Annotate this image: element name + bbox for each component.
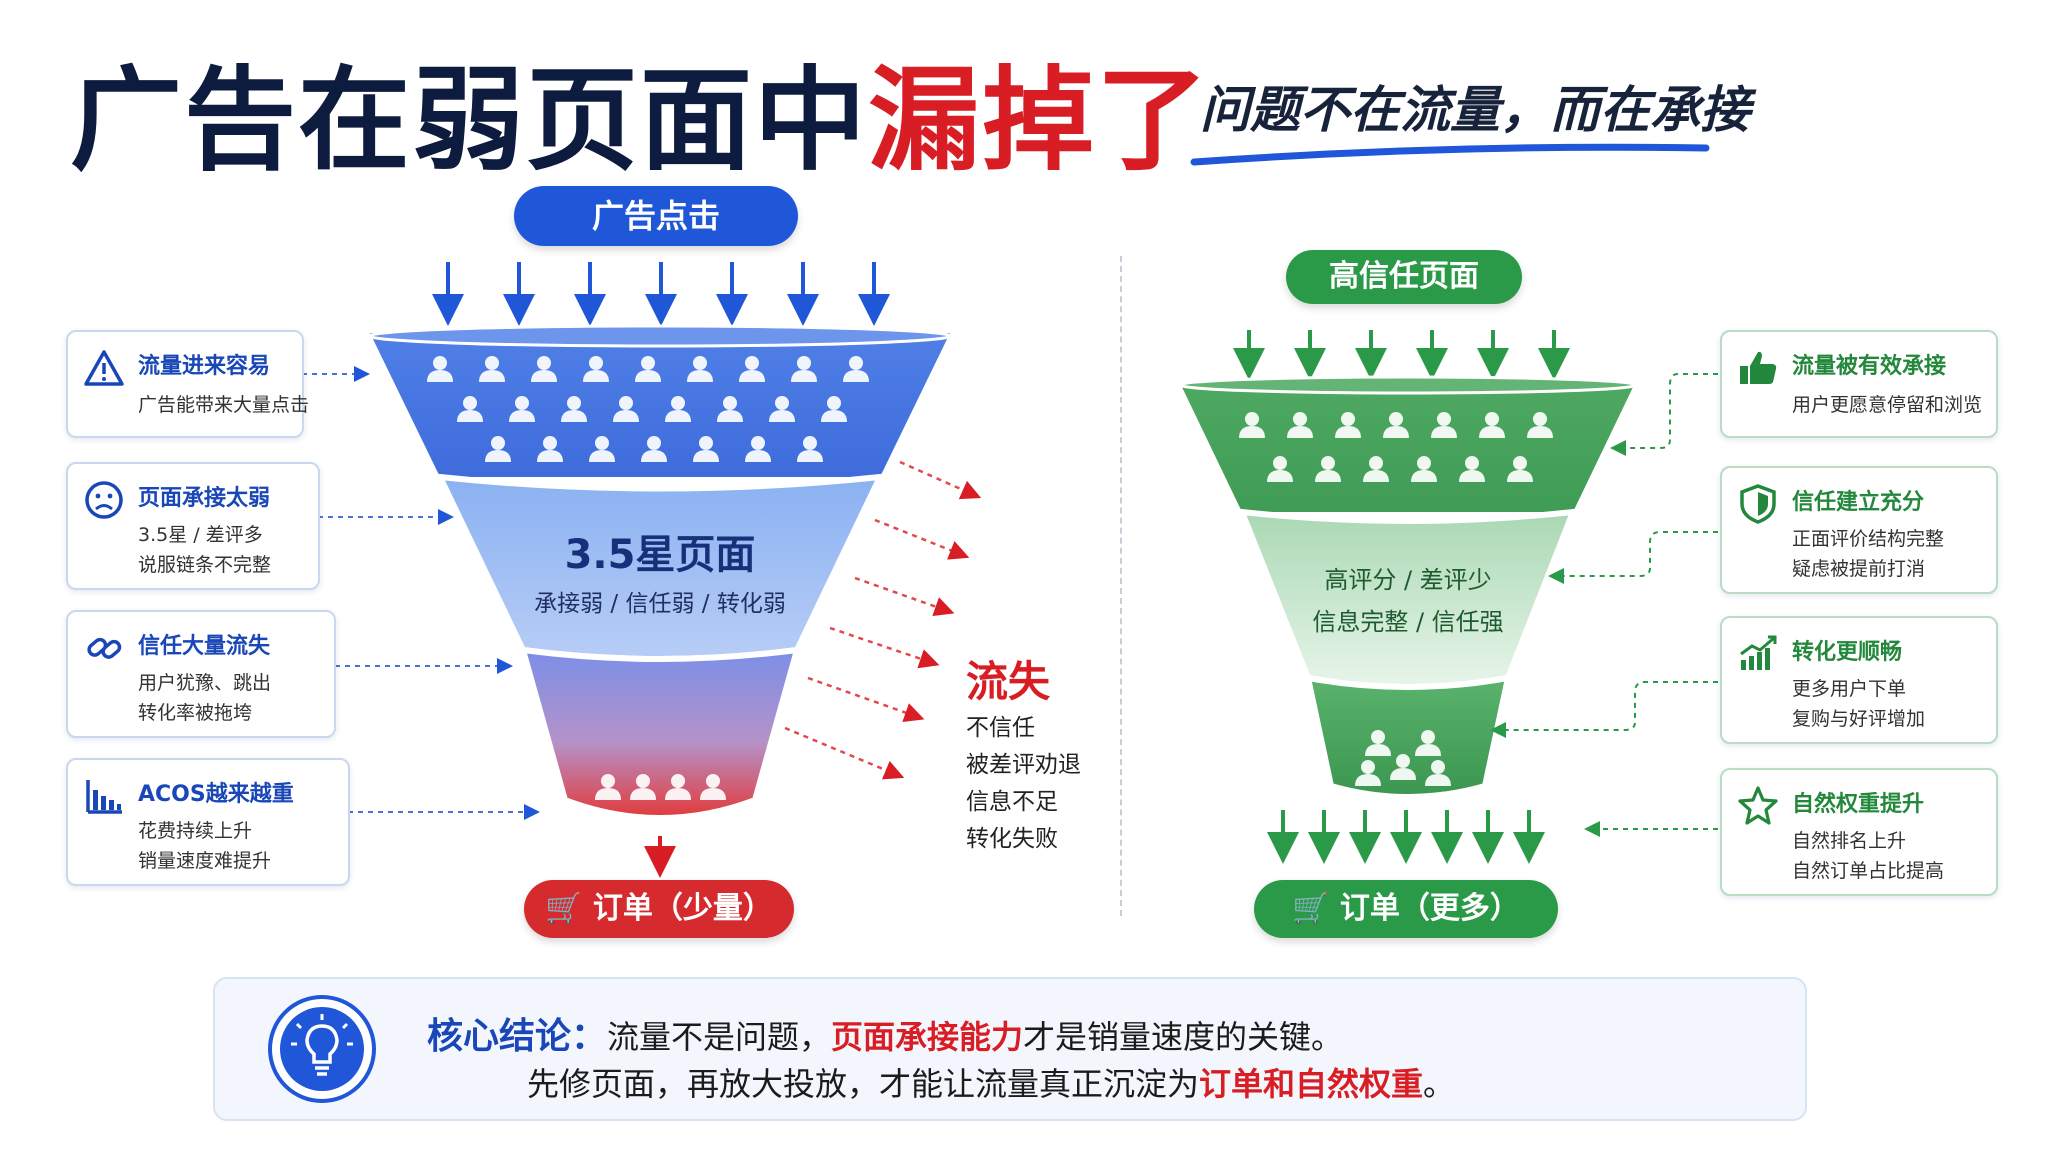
left-funnel-middle-subtitle: 承接弱 / 信任弱 / 转化弱 xyxy=(534,591,786,617)
right-card-traffic-held-title: 流量被有效承接 xyxy=(1792,354,1947,379)
left-card-acos-line2: 销量速度难提升 xyxy=(138,850,272,872)
left-card-acos: ACOS越来越重 花费持续上升 销量速度难提升 xyxy=(66,758,350,886)
left-card-traffic: 流量进来容易 广告能带来大量点击 xyxy=(66,330,309,438)
loss-item-1: 不信任 xyxy=(966,715,1035,741)
conclusion-line1-a: 流量不是问题， xyxy=(607,1018,832,1056)
left-orders-pill: 🛒 订单（少量） xyxy=(524,880,794,938)
title-highlight: 漏掉了 xyxy=(868,56,1210,186)
right-card-traffic-held: 流量被有效承接 用户更愿意停留和浏览 xyxy=(1720,330,1998,438)
left-card-traffic-line1: 广告能带来大量点击 xyxy=(138,394,310,416)
subtitle-underline xyxy=(1190,143,1710,166)
right-card-conversion-line2: 复购与好评增加 xyxy=(1792,708,1926,730)
conclusion-line2-c: 。 xyxy=(1423,1065,1456,1103)
loss-item-2: 被差评劝退 xyxy=(966,752,1081,778)
left-card-weak-page-title: 页面承接太弱 xyxy=(138,486,271,511)
right-orders-pill: 🛒 订单（更多） xyxy=(1254,880,1558,938)
left-card-trust-loss-line1: 用户犹豫、跳出 xyxy=(138,672,272,694)
thumbs-up-icon xyxy=(1740,351,1777,384)
right-card-organic-rank-line1: 自然排名上升 xyxy=(1792,830,1907,852)
conclusion-line2: 先修页面，再放大投放，才能让流量真正沉淀为订单和自然权重。 xyxy=(527,1059,1455,1105)
left-card-weak-page-line2: 说服链条不完整 xyxy=(138,554,272,576)
growth-chart-icon xyxy=(1740,635,1777,670)
left-card-trust-loss-line2: 转化率被拖垮 xyxy=(138,702,253,724)
sad-face-icon xyxy=(85,481,123,519)
left-card-acos-title: ACOS越来越重 xyxy=(138,782,294,807)
right-card-trust-built-line1: 正面评价结构完整 xyxy=(1792,528,1945,550)
page-subtitle: 问题不在流量，而在承接 xyxy=(1200,81,1750,139)
left-orders-label: 订单（少量） xyxy=(592,891,773,926)
center-divider xyxy=(1120,256,1122,916)
right-card-trust-built-line2: 疑虑被提前打消 xyxy=(1792,558,1926,580)
right-card-trust-built-title: 信任建立充分 xyxy=(1792,490,1925,515)
left-card-trust-loss: 信任大量流失 用户犹豫、跳出 转化率被拖垮 xyxy=(66,610,336,738)
right-funnel-middle-line2: 信息完整 / 信任强 xyxy=(1312,608,1504,636)
right-card-conversion-line1: 更多用户下单 xyxy=(1792,678,1907,700)
loss-item-4: 转化失败 xyxy=(966,826,1058,852)
cart-icon: 🛒 xyxy=(545,891,593,926)
high-trust-page-pill: 高信任页面 xyxy=(1286,250,1522,304)
right-card-conversion-title: 转化更顺畅 xyxy=(1792,640,1903,665)
ad-clicks-pill: 广告点击 xyxy=(514,186,798,246)
right-card-trust-built: 信任建立充分 正面评价结构完整 疑虑被提前打消 xyxy=(1720,466,1998,594)
left-card-trust-loss-title: 信任大量流失 xyxy=(138,634,271,659)
shield-icon xyxy=(1740,484,1776,524)
right-card-organic-rank-line2: 自然订单占比提高 xyxy=(1792,860,1945,882)
left-card-weak-page-line1: 3.5星 / 差评多 xyxy=(138,524,263,546)
right-orders-label: 订单（更多） xyxy=(1339,891,1520,926)
left-card-traffic-title: 流量进来容易 xyxy=(138,354,271,379)
right-card-organic-rank-title: 自然权重提升 xyxy=(1792,792,1925,817)
title-main: 广告在弱页面中 xyxy=(70,56,868,186)
conclusion-line1-c: 才是销量速度的关键。 xyxy=(1023,1018,1344,1056)
conclusion-line1: 核心结论：流量不是问题，页面承接能力才是销量速度的关键。 xyxy=(427,1007,1343,1059)
left-card-weak-page: 页面承接太弱 3.5星 / 差评多 说服链条不完整 xyxy=(66,462,320,590)
star-icon xyxy=(1738,786,1778,825)
cart-icon: 🛒 xyxy=(1292,891,1340,926)
left-funnel-middle-title: 3.5星页面 xyxy=(564,532,756,578)
right-card-traffic-held-line1: 用户更愿意停留和浏览 xyxy=(1792,394,1983,416)
conclusion-line1-b: 页面承接能力 xyxy=(831,1018,1024,1056)
bar-chart-icon xyxy=(86,780,122,814)
conclusion-line2-a: 先修页面，再放大投放，才能让流量真正沉淀为 xyxy=(527,1065,1200,1103)
broken-link-icon xyxy=(87,637,122,659)
lightbulb-icon xyxy=(268,995,376,1103)
left-card-acos-line1: 花费持续上升 xyxy=(138,820,253,842)
page-title: 广告在弱页面中漏掉了 xyxy=(70,30,1210,192)
right-card-conversion: 转化更顺畅 更多用户下单 复购与好评增加 xyxy=(1720,616,1998,744)
conclusion-label: 核心结论： xyxy=(427,1016,608,1057)
warning-triangle-icon xyxy=(84,350,124,386)
loss-title: 流失 xyxy=(966,657,1051,706)
right-funnel-middle-line1: 高评分 / 差评少 xyxy=(1324,566,1492,594)
loss-item-3: 信息不足 xyxy=(966,789,1058,815)
conclusion-box: 核心结论：流量不是问题，页面承接能力才是销量速度的关键。 先修页面，再放大投放，… xyxy=(213,977,1807,1121)
right-card-organic-rank: 自然权重提升 自然排名上升 自然订单占比提高 xyxy=(1720,768,1998,896)
conclusion-line2-b: 订单和自然权重 xyxy=(1199,1065,1424,1103)
